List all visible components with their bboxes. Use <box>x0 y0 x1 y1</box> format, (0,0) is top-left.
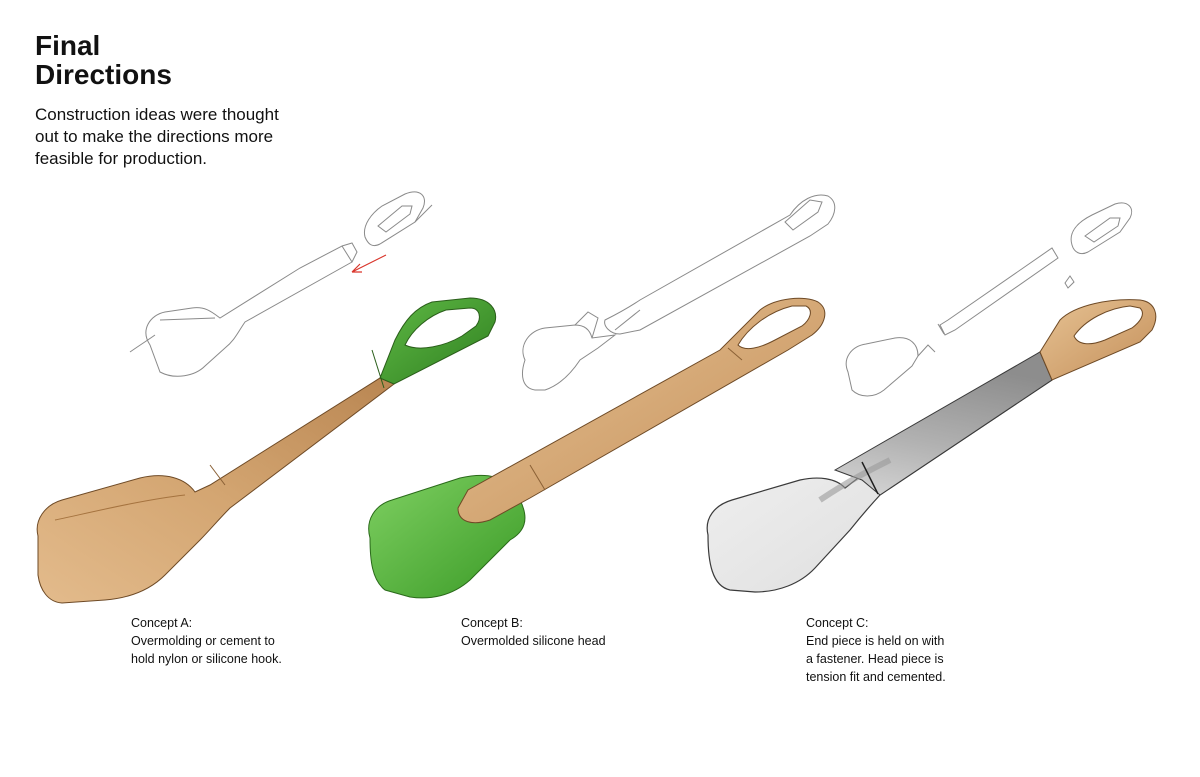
concept-c-exploded-sketch <box>845 202 1133 397</box>
intro-text: Construction ideas were thought out to m… <box>35 104 295 170</box>
concept-a-exploded-sketch <box>129 191 433 377</box>
concept-c-line-3: tension fit and cemented. <box>806 670 946 684</box>
concept-c-line-2: a fastener. Head piece is <box>806 652 944 666</box>
concept-a-line-2: hold nylon or silicone hook. <box>131 652 282 666</box>
concept-b-caption: Concept B: Overmolded silicone head <box>461 614 606 650</box>
concept-c-heading: Concept C: <box>806 616 869 630</box>
concept-b-line-1: Overmolded silicone head <box>461 634 606 648</box>
concept-b-exploded-sketch <box>522 194 836 391</box>
assembly-arrow-icon <box>351 254 387 273</box>
page-title: Final Directions <box>35 31 335 89</box>
intro-line-2: out to make the directions more <box>35 127 274 146</box>
concept-b-rendering <box>368 297 826 599</box>
concept-a-heading: Concept A: <box>131 616 193 630</box>
concept-a-caption: Concept A: Overmolding or cement to hold… <box>131 614 282 668</box>
intro-line-1: Construction ideas were thought <box>35 105 279 124</box>
title-line-2: Directions <box>35 59 172 90</box>
intro-line-3: feasible for production. <box>35 149 207 168</box>
concept-c-line-1: End piece is held on with <box>806 634 945 648</box>
concept-c-rendering <box>706 299 1157 593</box>
concept-a-rendering <box>36 297 497 604</box>
concept-c-caption: Concept C: End piece is held on with a f… <box>806 614 946 686</box>
title-line-1: Final <box>35 30 101 61</box>
concept-b-heading: Concept B: <box>461 616 523 630</box>
concept-a-line-1: Overmolding or cement to <box>131 634 275 648</box>
